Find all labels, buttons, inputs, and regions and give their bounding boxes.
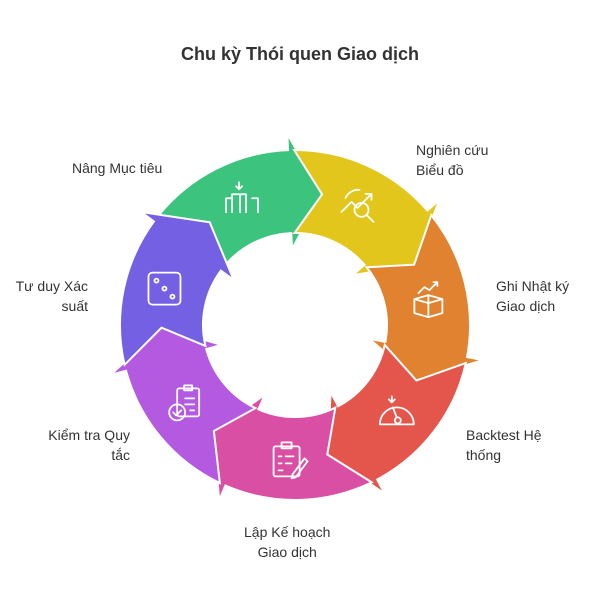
clipboard-check-icon [168,384,201,422]
journal-box-icon [413,281,444,319]
gauge-icon [378,395,415,426]
podium-icon [225,181,259,214]
cycle-segment-2 [292,149,441,277]
cycle-segment-3 [364,213,484,382]
clipboard-pencil-icon [272,441,309,480]
chart-search-icon [340,188,375,223]
dice-icon [147,271,182,306]
cycle-segment-4 [326,342,468,495]
diagram-title: Chu kỳ Thói quen Giao dịch [180,44,419,64]
cycle-segment-5 [212,391,374,501]
step-label-raise-goals: Nâng Mục tiêu [72,160,163,176]
cycle-segment-6 [109,326,258,485]
cycle-segment-7 [119,210,237,367]
